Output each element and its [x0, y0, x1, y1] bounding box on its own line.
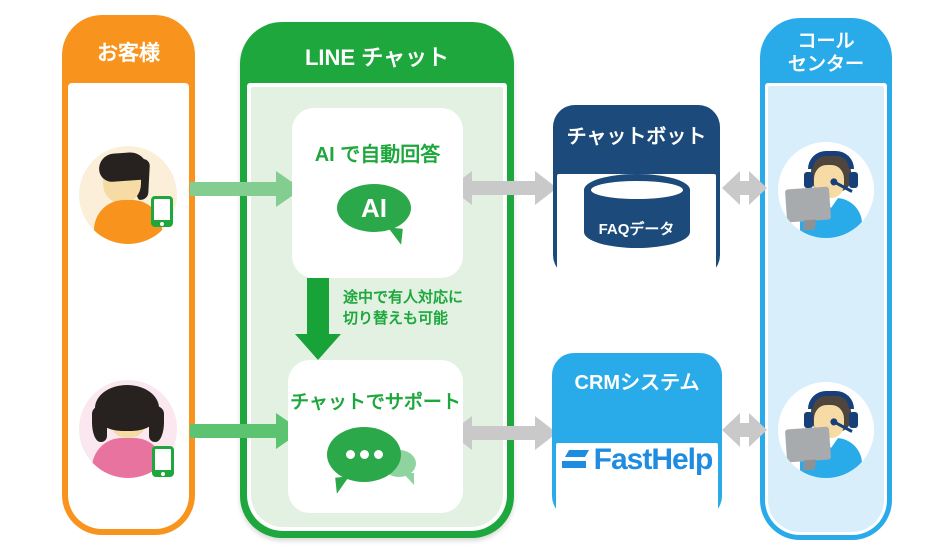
chatbot-body: FAQデータ — [557, 174, 716, 287]
faq-database-icon: FAQデータ — [583, 174, 690, 248]
monitor-icon — [784, 186, 832, 223]
operator-headset-bottom-icon — [778, 382, 874, 478]
ai-bubble-label: AI — [361, 192, 387, 223]
chatbot-header: チャットボット — [566, 126, 707, 148]
callcenter-header-line2: センター — [787, 54, 864, 75]
switch-note-line2: 切り替えも可能 — [343, 310, 449, 327]
monitor-icon — [784, 426, 832, 463]
switch-note: 途中で有人対応に 切り替えも可能 — [343, 287, 463, 329]
chat-support-card: チャットでサポート — [288, 360, 463, 513]
crm-box: CRMシステム FastHelp — [552, 353, 722, 554]
arrow-right-customer-to-ai-icon — [190, 171, 302, 207]
smartphone-icon — [152, 446, 174, 477]
fasthelp-logo: FastHelp — [556, 443, 718, 477]
switch-note-line1: 途中で有人対応に — [343, 289, 464, 306]
crm-body: FastHelp — [556, 443, 718, 554]
operator-headset-top-icon — [778, 142, 874, 238]
customer-male-icon — [79, 146, 177, 244]
double-arrow-line-chatbot-icon — [450, 171, 557, 205]
fasthelp-logo-text: FastHelp — [593, 443, 714, 476]
ai-answer-card: AI で自動回答 AI — [292, 108, 463, 278]
fasthelp-logo-mark-icon — [561, 450, 589, 470]
line-chat-header: LINE チャット — [304, 45, 449, 70]
chat-support-title: チャットでサポート — [290, 392, 461, 413]
double-arrow-line-crm-icon — [450, 416, 557, 450]
callcenter-header-line1: コール — [797, 31, 855, 52]
arrow-right-customer-to-chat-icon — [190, 413, 302, 449]
ai-answer-title: AI で自動回答 — [314, 144, 441, 166]
ai-speech-bubble-icon: AI — [337, 184, 411, 232]
customer-header: お客様 — [97, 42, 160, 65]
chatbot-box: チャットボット FAQデータ — [553, 105, 720, 287]
smartphone-icon — [151, 196, 173, 227]
double-arrow-crm-callcenter-icon — [722, 413, 767, 447]
switch-down-arrow-icon — [295, 278, 341, 360]
callcenter-header: コール センター — [765, 23, 887, 83]
chat-bubbles-icon — [327, 427, 401, 482]
faq-database-label: FAQデータ — [598, 221, 675, 238]
double-arrow-chatbot-callcenter-icon — [722, 171, 767, 205]
crm-header: CRMシステム — [574, 371, 700, 394]
